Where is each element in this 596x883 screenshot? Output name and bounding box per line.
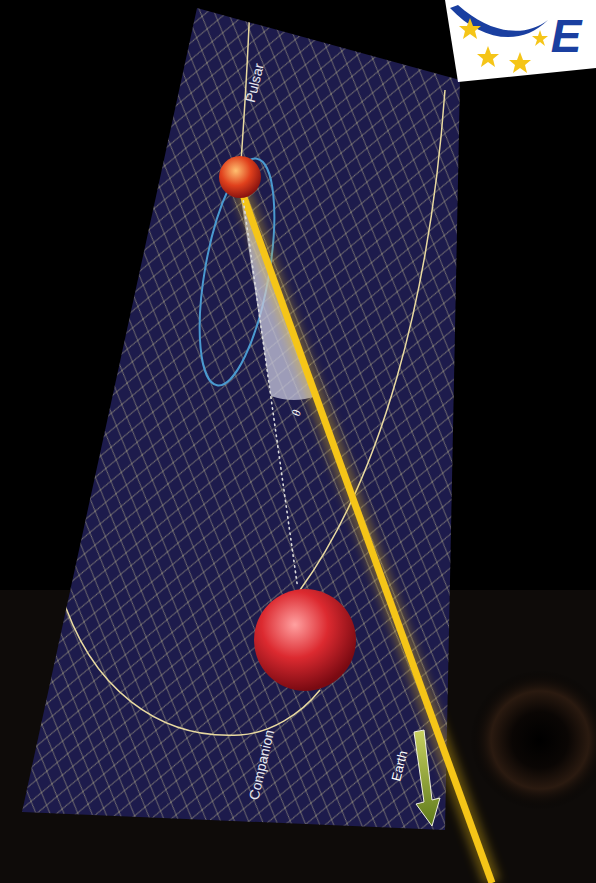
black-hole	[470, 670, 596, 810]
star-sphere	[219, 156, 261, 198]
companion-star: Companion	[253, 588, 357, 692]
logo-box	[445, 0, 596, 82]
orbit-line	[300, 90, 445, 590]
logo-letter: E	[551, 11, 582, 62]
star-sphere	[254, 589, 356, 691]
star-outline	[253, 588, 357, 692]
sight-line	[243, 201, 297, 587]
pulsar-beam-glow	[242, 192, 492, 883]
pulsar-beam	[242, 192, 492, 883]
logo-stars	[459, 18, 548, 73]
pulsar-star: Pulsar	[218, 155, 262, 199]
earth-arrow	[414, 730, 440, 826]
star-outline	[218, 155, 262, 199]
